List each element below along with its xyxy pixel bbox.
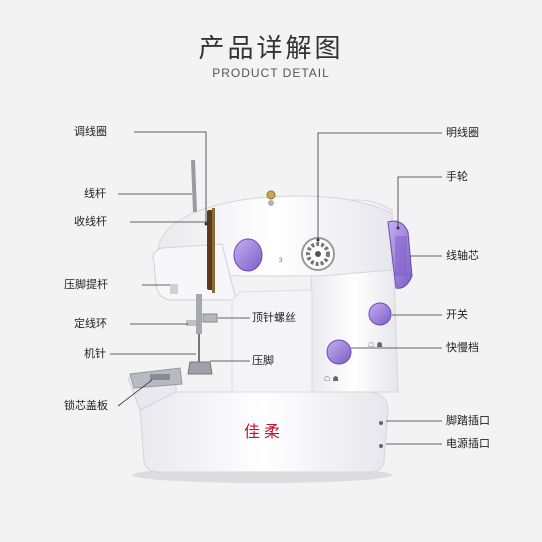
thread-guide-top <box>268 200 274 206</box>
spool-rod <box>191 159 197 213</box>
speed-icons: ☖ ☗ <box>368 341 383 349</box>
power-switch-knob <box>368 302 392 326</box>
pedal-jack-hole <box>379 421 383 425</box>
presser-foot <box>187 361 213 375</box>
label-tension-dial: 调线圈 <box>74 125 107 138</box>
stitch-dial-gear <box>306 242 330 266</box>
label-speed-switch: 快慢档 <box>446 341 479 354</box>
label-presser-lifter: 压脚提杆 <box>64 278 108 291</box>
label-presser-foot: 压脚 <box>252 354 274 367</box>
label-pedal-jack: 脚踏插口 <box>446 414 490 427</box>
label-power-switch: 开关 <box>446 308 468 321</box>
machine-head <box>152 243 237 301</box>
needle-bar <box>196 294 202 334</box>
bobbin-cover-slot <box>150 374 170 380</box>
leader-lines <box>110 131 442 445</box>
brand-mark: 佳柔 <box>244 422 285 441</box>
label-take-up-lever: 收线杆 <box>74 215 107 228</box>
label-needle-screw: 顶针螺丝 <box>252 311 296 324</box>
stitch-dial-center <box>315 251 321 257</box>
thread-guide-ring <box>186 320 196 326</box>
label-bobbin-winder: 线轴芯 <box>446 249 479 262</box>
tension-scale: 3 <box>279 258 283 264</box>
label-spool-rod: 线杆 <box>84 187 106 200</box>
presser-lifter <box>170 284 178 294</box>
tension-dial <box>233 238 263 272</box>
machine-front-panel <box>231 289 313 393</box>
handwheel-grip <box>395 236 407 276</box>
speed-switch-knob <box>326 339 352 365</box>
label-needle: 机针 <box>84 347 106 360</box>
leader-dots <box>204 222 400 242</box>
label-bobbin-cover: 锁芯盖板 <box>64 399 108 412</box>
top-screw <box>266 190 276 200</box>
take-up-lever <box>212 208 215 293</box>
needle-clamp-screw <box>202 313 218 323</box>
label-stitch-dial: 明线圈 <box>446 126 479 139</box>
page-title: 产品详解图 <box>198 34 344 64</box>
label-power-jack: 电源插口 <box>446 437 490 450</box>
page-subtitle: PRODUCT DETAIL <box>212 66 330 80</box>
label-thread-guide-ring: 定线环 <box>74 317 107 330</box>
power-jack-hole <box>379 444 383 448</box>
label-handwheel: 手轮 <box>446 170 468 183</box>
lower-icons: ☖ ☗ <box>324 375 339 383</box>
